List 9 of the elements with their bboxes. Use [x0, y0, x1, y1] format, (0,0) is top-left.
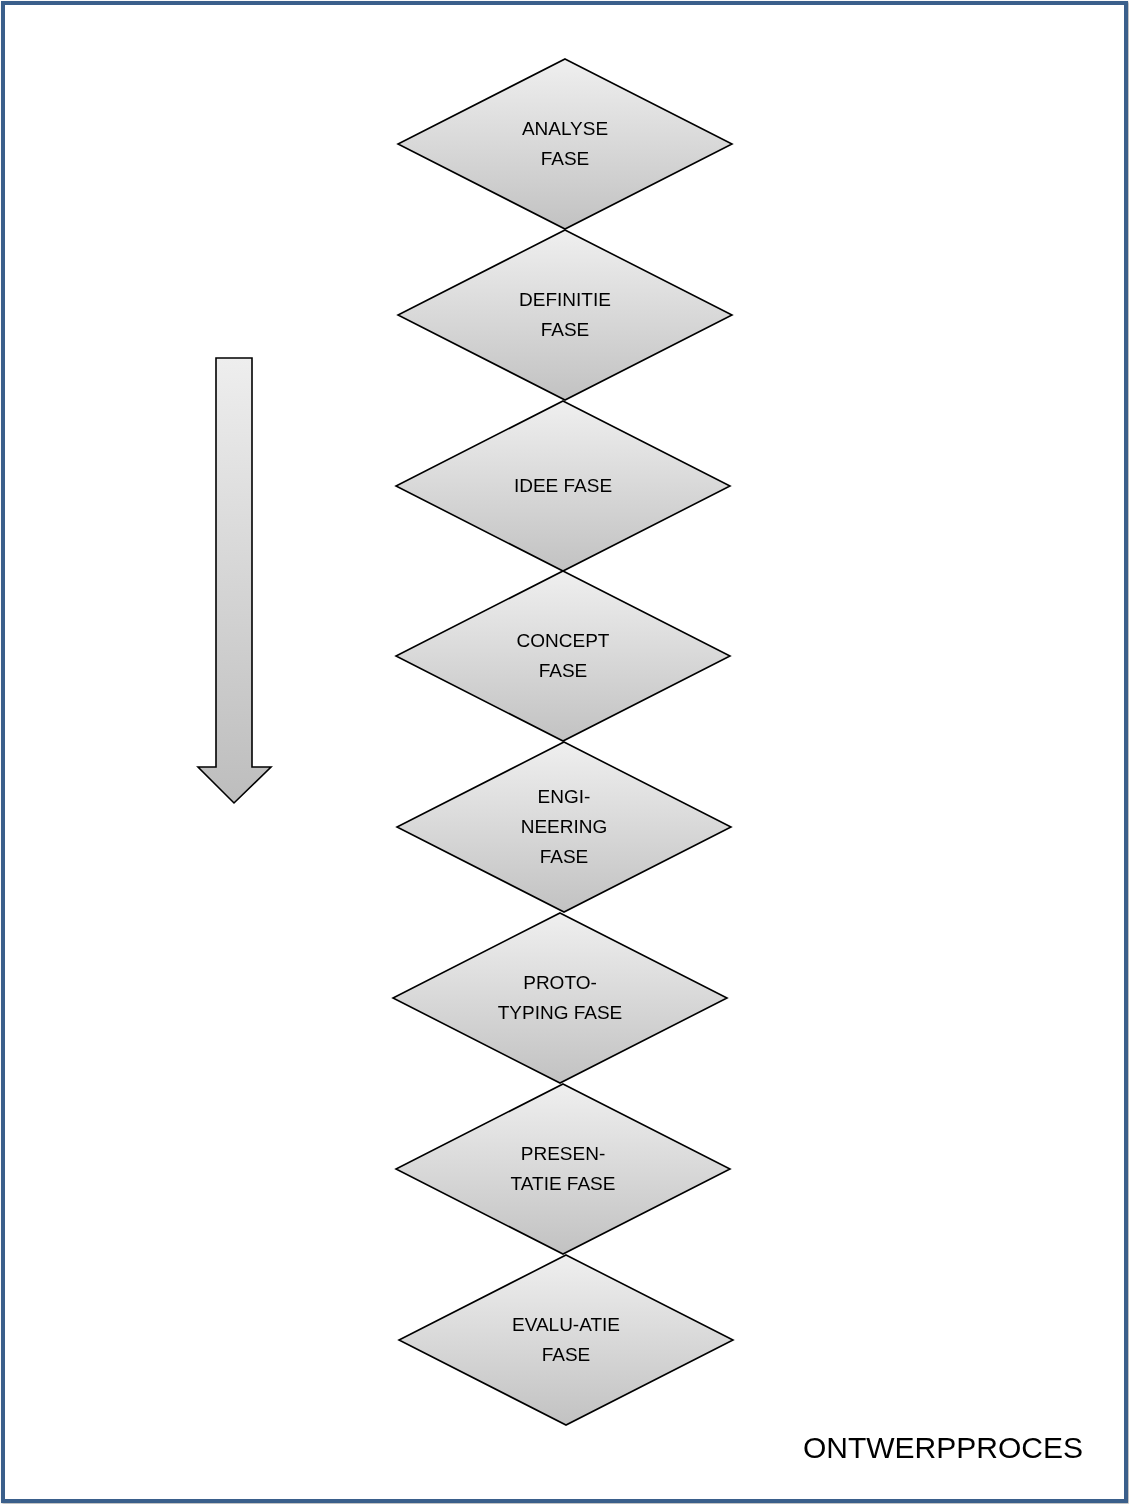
diagram-title: ONTWERPPROCES	[802, 1430, 1083, 1466]
phase-label: EVALU-ATIE FASE	[510, 1313, 621, 1367]
phase-label: CONCEPT FASE	[515, 629, 611, 683]
phase-label: PROTO- TYPING FASE	[496, 971, 624, 1025]
phase-label: ENGI- NEERING FASE	[519, 785, 609, 869]
phase-label: DEFINITIE FASE	[518, 288, 612, 342]
phase-label: PRESEN- TATIE FASE	[509, 1142, 617, 1196]
phase-label: ANALYSE FASE	[520, 117, 610, 171]
phase-label: IDEE FASE	[512, 474, 614, 498]
